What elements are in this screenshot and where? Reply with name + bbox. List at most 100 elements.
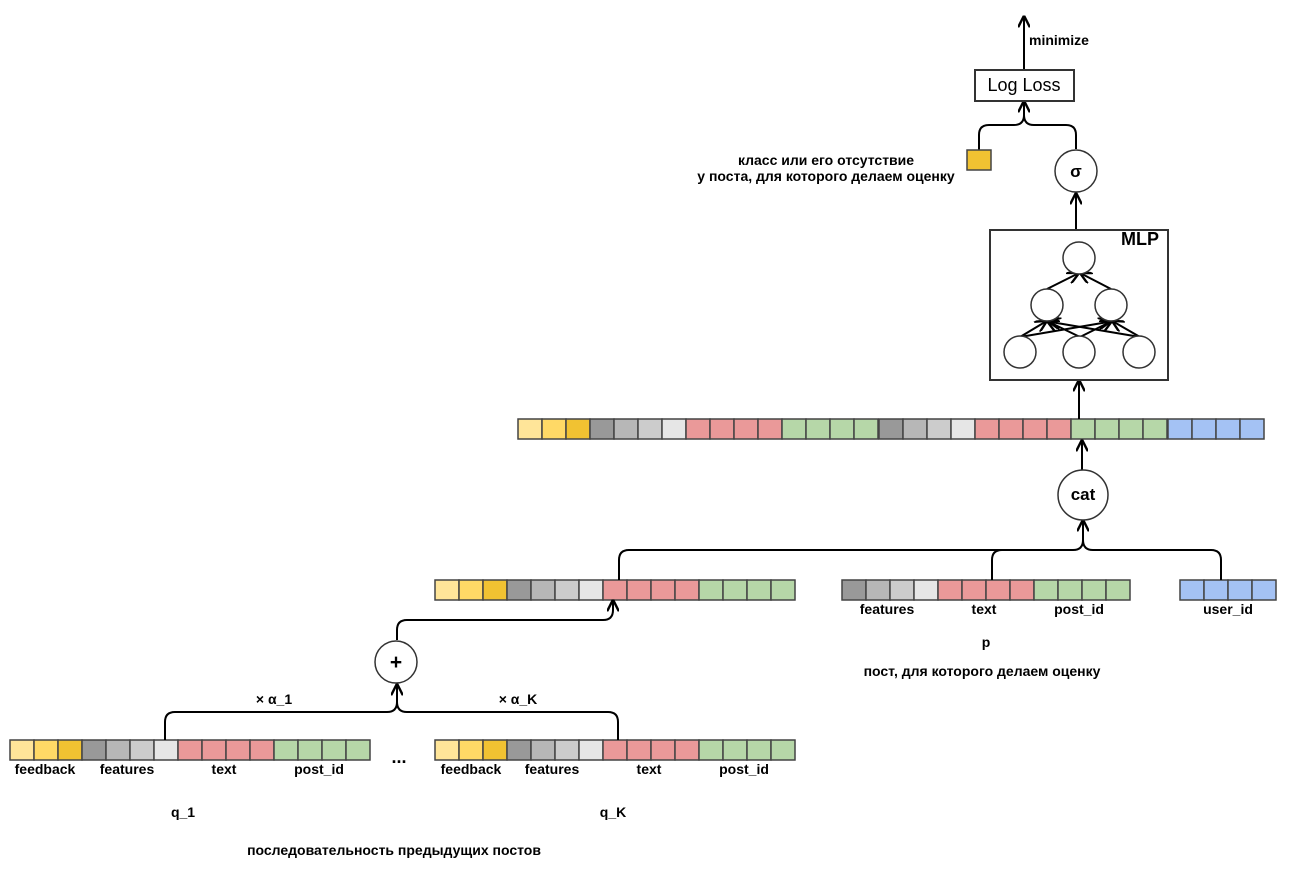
mlp-input-neuron [1062,335,1096,369]
vector-cell [57,739,83,761]
vector-cell [1142,418,1168,440]
vector-cell [1094,418,1120,440]
vector-cell [1033,579,1059,601]
vector-cell [530,579,556,601]
vector-cell [434,579,460,601]
vector-cell [674,739,700,761]
vector-cell [626,579,652,601]
user-id-label: user_id [1203,601,1253,617]
vector-cell [9,739,35,761]
vector-cell [661,418,687,440]
vector-cell [602,739,628,761]
vector-cell [578,739,604,761]
vector-cell [698,739,724,761]
vector-cell [249,739,275,761]
user-id-vector [1179,579,1277,601]
plus-label: + [390,651,402,674]
ellipsis-label: ... [391,747,406,767]
vector-cell [902,418,928,440]
vector-cell [805,418,831,440]
vector-cell [482,579,508,601]
vector-cell [602,579,628,601]
vector-cell [626,739,652,761]
vector-cell [709,418,735,440]
mlp-label: MLP [1121,229,1159,249]
alpha-last-label: × α_K [499,691,538,707]
vector-cell [733,418,759,440]
plus-node: + [374,640,418,684]
vector-cell [1057,579,1083,601]
vector-cell [554,579,580,601]
vector-cell [985,579,1011,601]
vector-cell [865,579,891,601]
vector-cell [1046,418,1072,440]
vector-cell [578,579,604,601]
history-post-q1-vector [9,739,371,761]
log-loss-label: Log Loss [987,75,1060,95]
vector-cell [541,418,567,440]
vector-cell [1167,418,1193,440]
q1-feedback-label: feedback [15,761,76,777]
vector-cell [1239,418,1265,440]
vector-cell [698,579,724,601]
vector-cell [273,739,299,761]
vector-cell [770,739,796,761]
vector-cell [746,739,772,761]
qk-text-label: text [637,761,662,777]
aggregated-history-vector [434,579,796,601]
vector-cell [33,739,59,761]
log-loss-box: Log Loss [974,69,1075,102]
vector-cell [482,739,508,761]
candidate-post-vector [841,579,1131,601]
qk-features-label: features [525,761,580,777]
candidate-features-label: features [860,601,915,617]
vector-cell [961,579,987,601]
vector-cell [926,418,952,440]
edge-q1-to-plus [164,686,397,740]
vector-cell [1118,418,1144,440]
edge-candidate-to-cat [991,549,1073,580]
cat-label: cat [1071,485,1096,504]
candidate-post-id-label: post_id [1054,601,1104,617]
vector-cell [1081,579,1107,601]
vector-cell [841,579,867,601]
vector-cell [889,579,915,601]
vector-cell [829,418,855,440]
vector-cell [746,579,772,601]
alpha-first-label: × α_1 [256,691,292,707]
candidate-text-label: text [972,601,997,617]
vector-cell [998,418,1024,440]
mlp-hidden-neuron [1094,288,1128,322]
vector-cell [722,579,748,601]
vector-cell [1070,418,1096,440]
qk-label: q_K [600,804,626,820]
vector-cell [177,739,203,761]
edge-plus-to-history-vector [396,602,613,640]
sigma-node: σ [1054,149,1098,193]
vector-cell [153,739,179,761]
vector-cell [757,418,783,440]
vector-cell [1105,579,1131,601]
qk-post-id-label: post_id [719,761,769,777]
sigma-label: σ [1070,162,1082,181]
vector-cell [1203,579,1229,601]
vector-cell [434,739,460,761]
vector-cell [589,418,615,440]
candidate-caption: пост, для которого делаем оценку [864,663,1101,679]
vector-cell [321,739,347,761]
vector-cell [674,579,700,601]
vector-cell [1251,579,1277,601]
concat-candidate-part [878,418,1168,440]
vector-cell [458,739,484,761]
q1-post-id-label: post_id [294,761,344,777]
vector-cell [105,739,131,761]
vector-cell [81,739,107,761]
vector-cell [937,579,963,601]
edge-sigma-to-loss [1024,103,1077,149]
edge-history-vector-to-cat [618,522,1083,580]
vector-cell [517,418,543,440]
q1-text-label: text [212,761,237,777]
concat-user-part [1167,418,1265,440]
vector-cell [650,739,676,761]
vector-cell [685,418,711,440]
